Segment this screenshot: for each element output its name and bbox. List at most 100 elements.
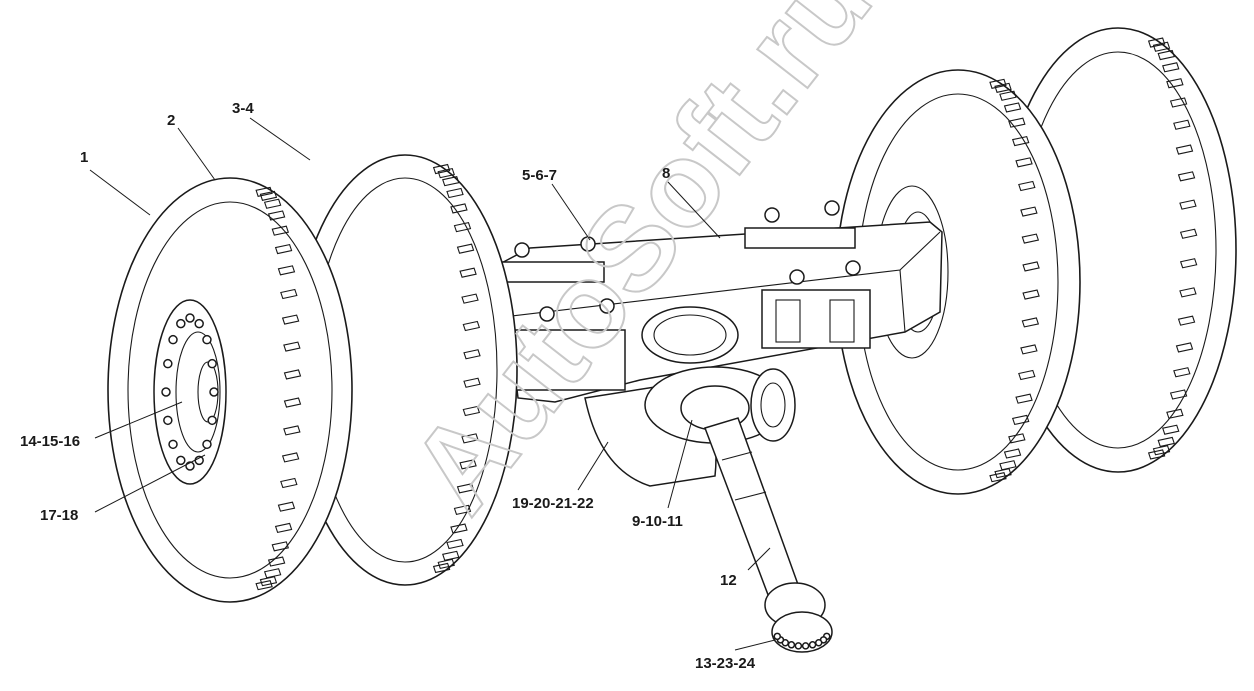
tread-lug <box>280 477 298 489</box>
tread-lug <box>999 460 1017 471</box>
tread-lug <box>446 187 464 199</box>
tread-lug <box>280 288 298 300</box>
tread-lug <box>463 349 481 360</box>
tread-lug <box>1020 344 1038 355</box>
tread-lug <box>453 504 472 516</box>
tread-lug <box>271 541 290 552</box>
bolt <box>794 642 803 650</box>
tread-lug <box>1008 433 1026 444</box>
bolt <box>207 415 217 426</box>
bolt <box>599 298 615 314</box>
tread-lug <box>437 558 455 570</box>
bolt <box>168 334 178 345</box>
tread-lug <box>453 221 472 233</box>
propeller-shaft <box>704 417 833 653</box>
tread-lug <box>1021 233 1040 244</box>
tread-lug <box>446 538 464 550</box>
bolt <box>202 334 212 345</box>
callout-5-6-7: 5-6-7 <box>522 167 557 184</box>
tread-lug <box>1152 445 1171 456</box>
tread-lug <box>459 459 477 470</box>
tread-lug <box>1011 135 1030 147</box>
tread-lug <box>989 78 1007 89</box>
tread-lug <box>1011 414 1030 426</box>
tread-lug <box>1162 424 1180 435</box>
tread-lug <box>274 243 293 255</box>
tread-lug <box>432 562 451 574</box>
tread-lug <box>1173 367 1191 378</box>
tread-lug <box>263 198 282 209</box>
tread-lug <box>1152 41 1171 52</box>
tread-lug <box>283 341 301 352</box>
tread-lug <box>450 523 468 534</box>
bolt <box>168 439 178 450</box>
callout-19-20-21-22: 19-20-21-22 <box>512 495 594 512</box>
callout-13-23-24: 13-23-24 <box>695 655 756 672</box>
tread-lug <box>989 472 1007 483</box>
tread-lug <box>277 501 296 512</box>
tread-lug <box>1022 261 1040 272</box>
tread-lug <box>283 425 301 436</box>
tread-lug <box>1175 342 1194 353</box>
tread-lug <box>1147 449 1166 460</box>
tread-lug <box>1179 199 1197 210</box>
tread-lug <box>1003 448 1022 459</box>
bolt <box>539 306 555 322</box>
bolt <box>176 318 186 329</box>
tread-lug <box>255 186 273 197</box>
tread-lug <box>456 483 475 494</box>
tread-lug <box>450 203 468 214</box>
tread-lug <box>259 190 278 201</box>
tread-lug <box>267 210 286 221</box>
right-inner-tire <box>835 69 1081 495</box>
tread-lug <box>1173 119 1191 130</box>
bolt <box>808 641 817 649</box>
tread-lug <box>994 82 1012 93</box>
tread-lug <box>432 163 451 175</box>
tread-lug <box>462 320 481 332</box>
bolt <box>845 260 861 276</box>
bolt <box>163 415 173 426</box>
tread-lug <box>1015 393 1033 404</box>
tread-lug <box>1166 408 1184 419</box>
tread-lug <box>277 265 296 276</box>
tread-lug <box>1169 97 1188 108</box>
tread-lug <box>461 433 479 444</box>
bolt <box>163 358 173 369</box>
tread-lug <box>1022 289 1040 300</box>
tread-lug <box>1157 49 1175 61</box>
drive-flange <box>644 366 796 444</box>
bolt <box>176 455 186 466</box>
callout-3-4: 3-4 <box>232 100 254 117</box>
bolt <box>209 387 219 397</box>
left-outer-tire <box>107 177 353 603</box>
tread-lug <box>1021 317 1040 328</box>
bolt <box>801 642 810 650</box>
tread-lug <box>461 293 479 304</box>
bolt <box>824 200 840 216</box>
callout-14-15-16: 14-15-16 <box>20 433 80 450</box>
callout-2: 2 <box>167 112 175 129</box>
tread-lug <box>1018 180 1036 192</box>
callout-12: 12 <box>720 572 737 589</box>
tread-lug <box>1018 369 1036 381</box>
bolt <box>787 641 796 649</box>
tread-lug <box>456 243 475 254</box>
bolt <box>194 318 204 329</box>
tread-lug <box>1147 37 1166 48</box>
bolt <box>773 632 782 641</box>
tread-lug <box>1015 157 1033 168</box>
tread-lug <box>283 369 302 380</box>
tread-lug <box>281 452 300 463</box>
tread-lug <box>271 225 290 236</box>
tread-lug <box>1008 117 1026 128</box>
callout-17-18: 17-18 <box>40 507 78 524</box>
callout-9-10-11: 9-10-11 <box>632 513 683 530</box>
tread-lug <box>267 556 286 567</box>
leader-lines <box>89 117 776 651</box>
tread-lug <box>255 580 273 591</box>
callout-labels: 1 2 3-4 5-6-7 8 14-15-16 17-18 19-20-21-… <box>20 100 756 672</box>
tread-lug <box>437 167 455 179</box>
